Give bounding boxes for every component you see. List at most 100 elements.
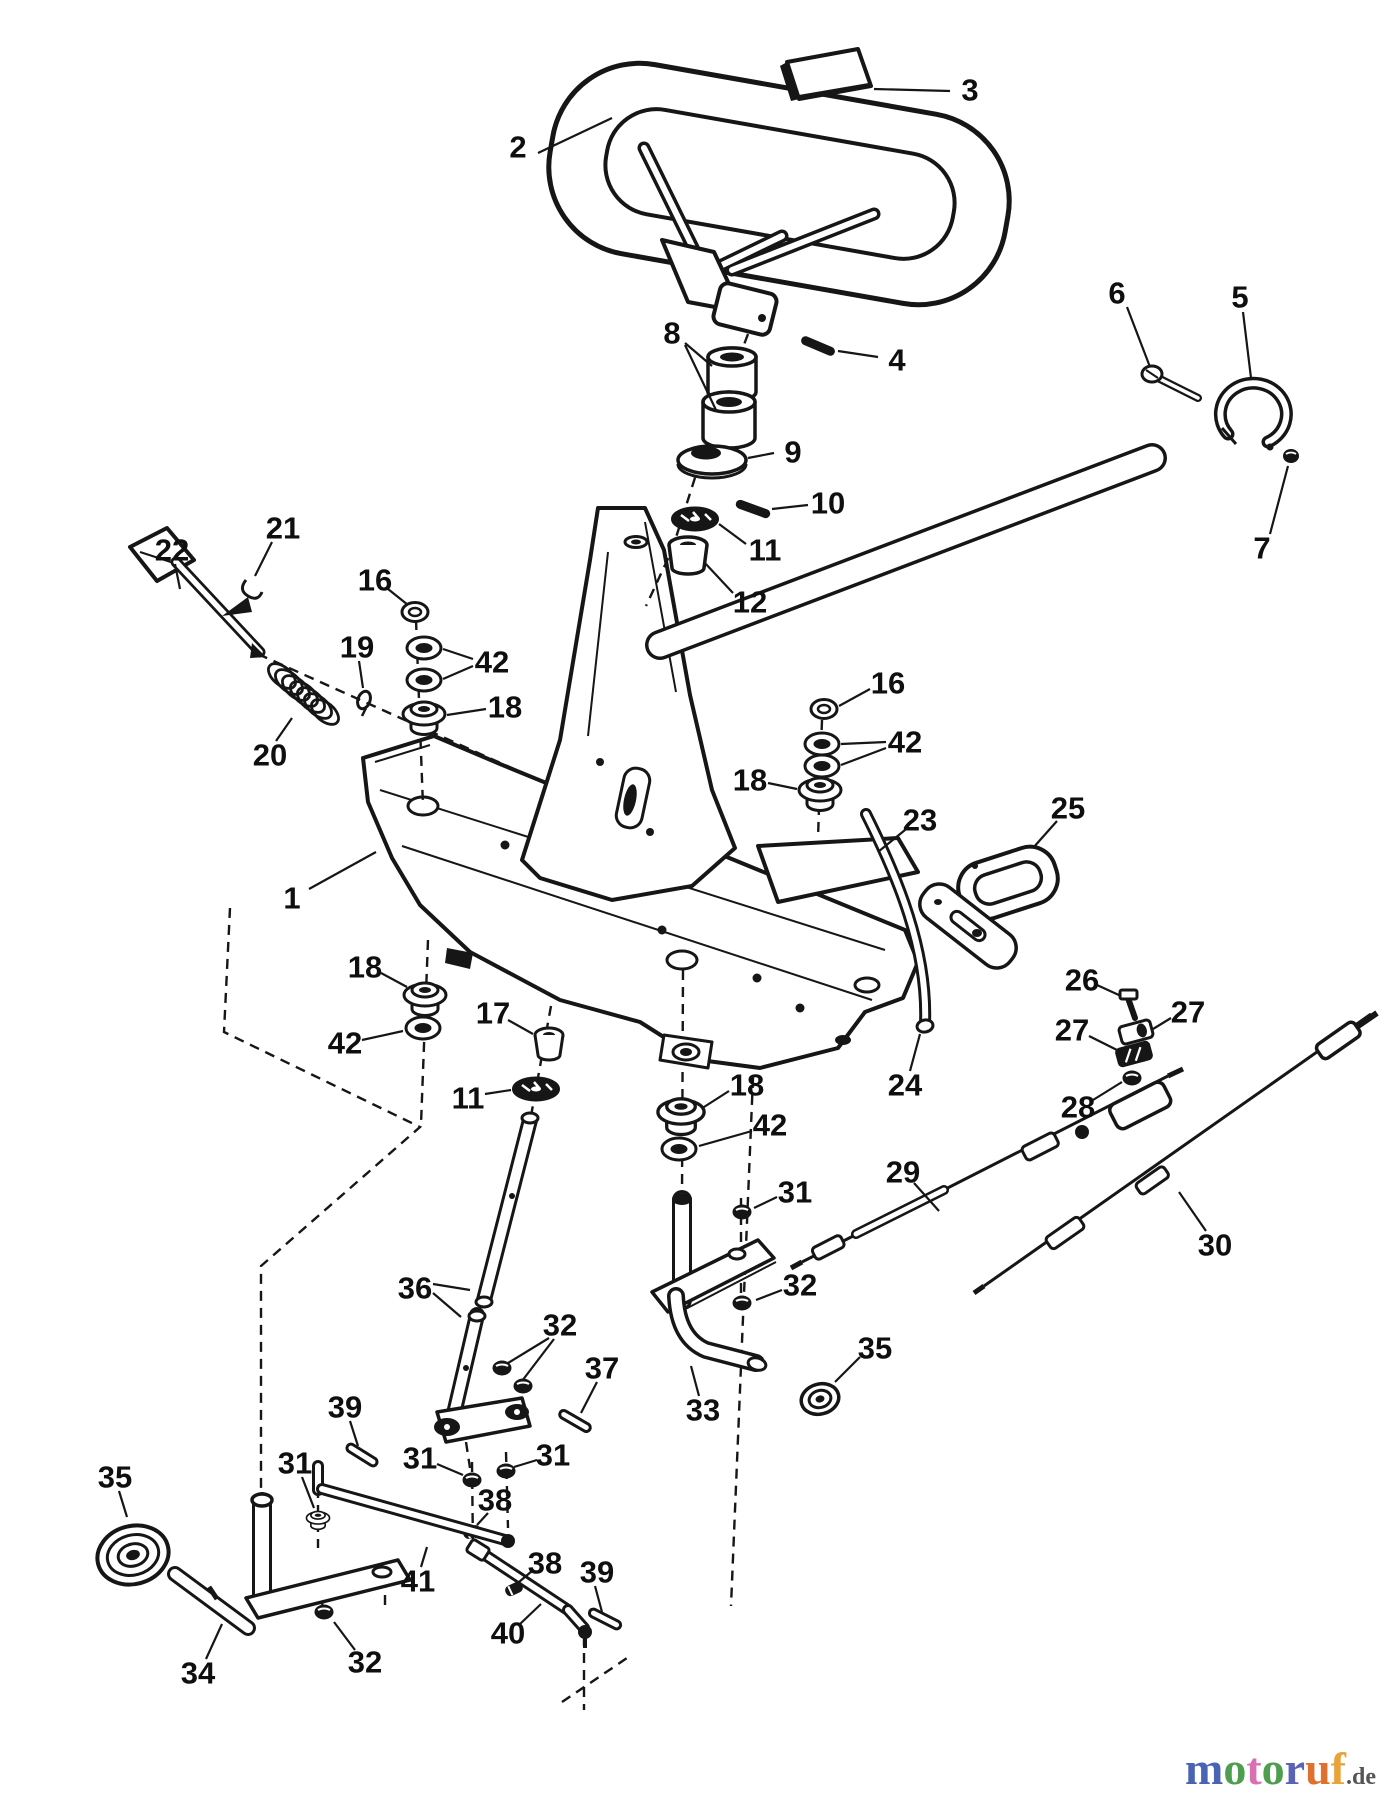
leader-line <box>361 1029 404 1042</box>
part-label-31: 31 <box>778 1175 812 1210</box>
steering-support-tower <box>520 506 737 902</box>
leader-line <box>348 1420 360 1447</box>
part-label-30: 30 <box>1198 1228 1232 1263</box>
leader-line <box>275 717 293 742</box>
leader-line <box>753 1196 778 1209</box>
leader-line <box>593 1585 604 1613</box>
watermark-letter: u <box>1305 1743 1331 1794</box>
part-label-28: 28 <box>1061 1090 1095 1125</box>
watermark-word: motoruf <box>1185 1743 1346 1794</box>
leader-line <box>357 660 365 689</box>
part-label-8: 8 <box>663 316 680 351</box>
leader-line <box>703 1090 730 1108</box>
leader-line <box>518 1570 533 1583</box>
part-label-7: 7 <box>1253 531 1270 566</box>
leader-line <box>755 1288 783 1302</box>
part-label-18: 18 <box>348 950 382 985</box>
leader-line <box>436 1462 464 1477</box>
leader-line <box>1096 984 1122 997</box>
watermark-suffix: .de <box>1346 1764 1376 1790</box>
part-label-1: 1 <box>283 881 300 916</box>
cable-29 <box>789 1066 1185 1271</box>
leader-line <box>837 349 879 359</box>
leader-line <box>254 541 273 577</box>
part-label-42: 42 <box>328 1026 362 1061</box>
part-label-38: 38 <box>478 1483 512 1518</box>
leader-line <box>537 117 613 154</box>
watermark-letter: r <box>1284 1743 1306 1794</box>
leader-line <box>747 451 775 460</box>
leader-line <box>771 503 809 511</box>
part-label-27: 27 <box>1171 995 1205 1030</box>
part-label-12: 12 <box>733 585 767 620</box>
watermark-letter: t <box>1246 1743 1262 1794</box>
leader-line <box>204 1623 224 1660</box>
part-label-37: 37 <box>585 1351 619 1386</box>
part-label-32: 32 <box>543 1308 577 1343</box>
leader-line <box>432 1292 462 1318</box>
part-label-16: 16 <box>358 563 392 598</box>
part-label-38: 38 <box>528 1546 562 1581</box>
leader-line <box>840 746 887 767</box>
part-label-4: 4 <box>888 343 906 378</box>
part-label-20: 20 <box>253 738 287 773</box>
part-label-36: 36 <box>398 1271 432 1306</box>
part-label-6: 6 <box>1108 276 1125 311</box>
leader-line <box>442 647 474 661</box>
part-label-42: 42 <box>753 1108 787 1143</box>
part-label-10: 10 <box>811 486 845 521</box>
part-label-5: 5 <box>1231 280 1248 315</box>
grommet <box>956 844 1060 922</box>
part-label-2: 2 <box>509 130 526 165</box>
leader-line <box>718 523 747 545</box>
leader-line <box>1178 1191 1207 1232</box>
part-label-25: 25 <box>1051 791 1085 826</box>
washer-stack-right <box>797 698 843 812</box>
part-label-17: 17 <box>476 996 510 1031</box>
part-label-31: 31 <box>403 1441 437 1476</box>
part-label-39: 39 <box>580 1555 614 1590</box>
column-bushings <box>667 334 837 576</box>
leader-line <box>432 1282 471 1292</box>
leader-line <box>1032 820 1058 849</box>
watermark-letter: o <box>1261 1743 1285 1794</box>
underframe-stack-left <box>402 948 565 1102</box>
leader-line <box>684 344 717 411</box>
leader-line <box>419 1546 429 1568</box>
spindle-right <box>650 1190 777 1372</box>
part-label-22: 22 <box>155 533 189 568</box>
part-label-3: 3 <box>961 73 978 108</box>
part-label-35: 35 <box>858 1331 892 1366</box>
part-label-27: 27 <box>1055 1013 1089 1048</box>
leader-line <box>580 1381 598 1414</box>
leader-line <box>387 588 409 606</box>
leader-line <box>507 1019 534 1035</box>
part-label-39: 39 <box>328 1390 362 1425</box>
underframe-stack-right <box>656 1033 714 1162</box>
steering-wheel-insert <box>780 47 873 101</box>
cable-30 <box>972 1010 1379 1296</box>
part-label-31: 31 <box>278 1446 312 1481</box>
part-label-29: 29 <box>886 1155 920 1190</box>
leader-line <box>913 1182 940 1212</box>
steering-shaft <box>434 1111 540 1444</box>
watermark-letter: f <box>1330 1743 1346 1794</box>
leader-line <box>1125 306 1152 368</box>
part-label-32: 32 <box>783 1268 817 1303</box>
leader-line <box>767 781 798 791</box>
drag-link <box>465 1538 592 1648</box>
steering-wheel <box>546 60 1012 337</box>
spring <box>267 662 340 726</box>
part-label-18: 18 <box>730 1068 764 1103</box>
leader-line <box>513 1458 538 1469</box>
leader-line <box>684 342 713 367</box>
part-label-24: 24 <box>888 1068 923 1103</box>
part-label-40: 40 <box>491 1616 525 1651</box>
leader-line <box>476 1512 489 1526</box>
part-label-18: 18 <box>488 690 522 725</box>
leader-line <box>446 707 487 717</box>
part-label-19: 19 <box>340 630 374 665</box>
leader-line <box>834 1356 861 1383</box>
leader-line <box>442 664 474 681</box>
